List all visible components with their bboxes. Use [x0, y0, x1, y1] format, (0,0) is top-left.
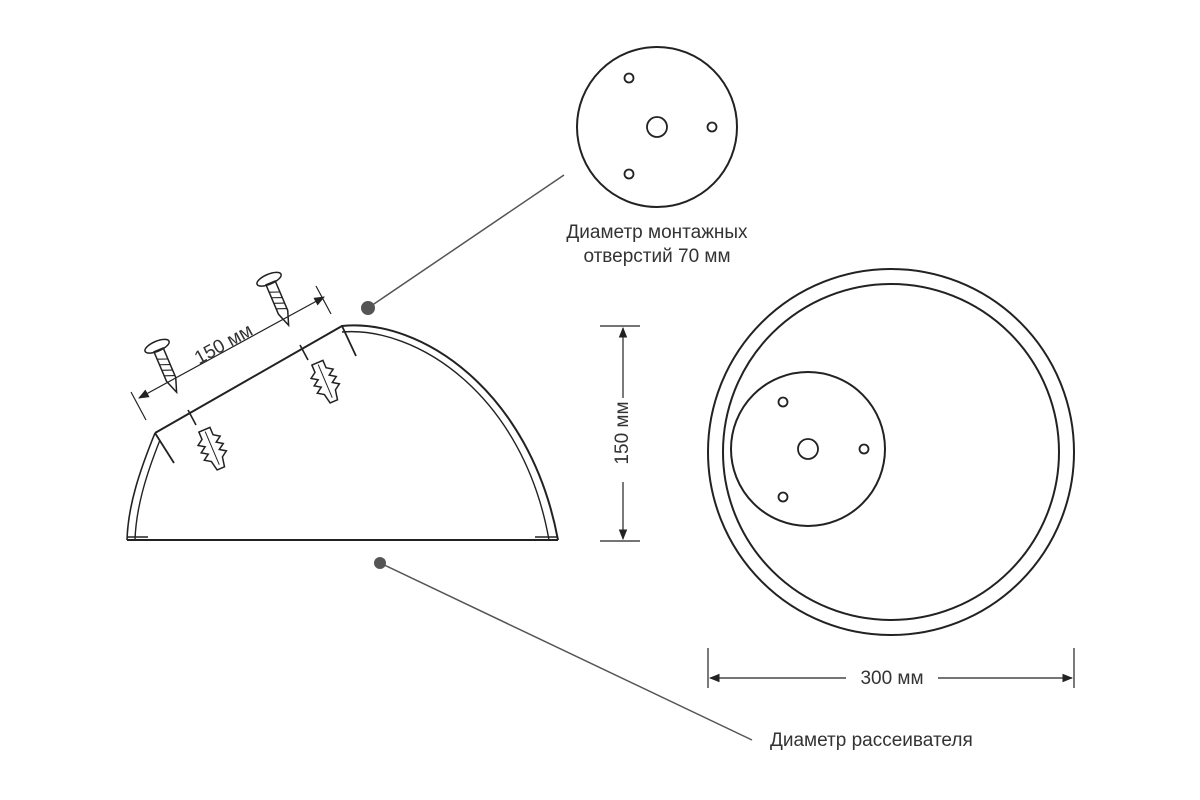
wall-anchor-icon [196, 426, 228, 471]
wall-anchor-icon [309, 359, 341, 404]
diffuser-callout [374, 557, 753, 741]
screw-spacing-dimension [130, 285, 332, 421]
lamp-bottom-view [707, 268, 1075, 636]
width-label: 300 мм [860, 668, 923, 689]
screw-icon [256, 271, 290, 328]
height-label: 150 мм [612, 401, 633, 464]
plate-callout [361, 174, 565, 315]
mount-hole-diameter-label-1: Диаметр монтажных [566, 222, 748, 243]
lamp-side-view [126, 324, 559, 541]
screw-icon [144, 338, 178, 395]
mount-hole-diameter-label-2: отверстий 70 мм [583, 246, 730, 267]
diffuser-diameter-label: Диаметр рассеивателя [770, 730, 973, 751]
mounting-plate [576, 46, 738, 208]
